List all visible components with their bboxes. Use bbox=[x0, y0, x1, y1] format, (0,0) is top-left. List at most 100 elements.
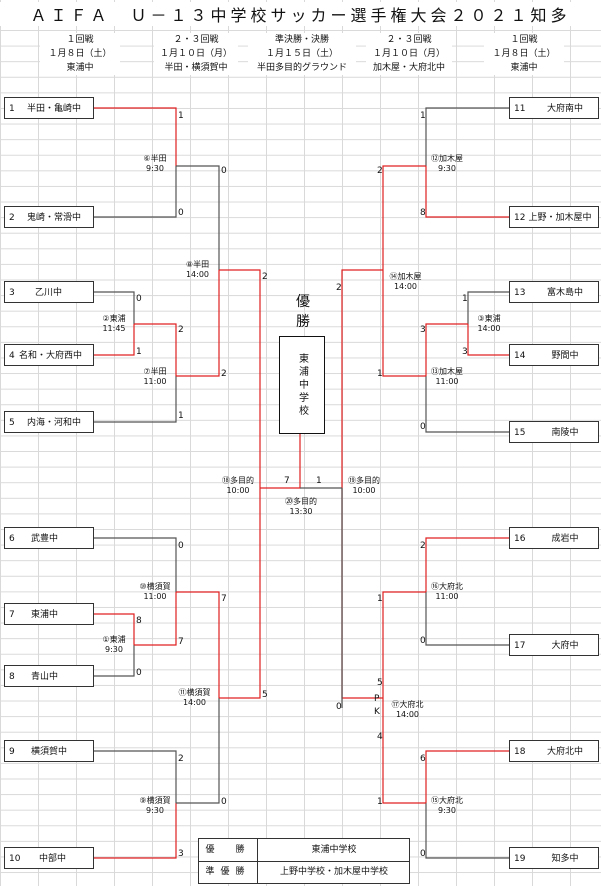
match-time: 14:00 bbox=[477, 324, 501, 333]
score: 1 bbox=[178, 111, 184, 121]
score: 7 bbox=[221, 594, 227, 604]
team-number: 4 bbox=[9, 351, 15, 361]
header-round1-right: １回戦 １月８日（土） 東浦中 bbox=[484, 33, 564, 75]
team-number: 9 bbox=[9, 747, 15, 757]
header-date: １月８日（土） bbox=[48, 49, 112, 59]
team-name: 内海・河和中 bbox=[27, 418, 82, 428]
score: 2 bbox=[178, 754, 184, 764]
team-name: 名和・大府西中 bbox=[19, 351, 83, 361]
team-number: 13 bbox=[514, 288, 526, 298]
header-round: ２・３回戦 bbox=[386, 35, 432, 45]
team-number: 17 bbox=[514, 641, 526, 651]
team-number: 16 bbox=[514, 534, 526, 544]
team-name: 武豊中 bbox=[31, 534, 59, 544]
team-number: 2 bbox=[9, 213, 15, 223]
team-slot-6: 6 武豊中 bbox=[4, 527, 94, 549]
score: 0 bbox=[221, 797, 227, 807]
team-slot-1: 1 半田・亀崎中 bbox=[4, 97, 94, 119]
header-round1-left: １回戦 １月８日（土） 東浦中 bbox=[40, 33, 120, 75]
score: 2 bbox=[377, 166, 383, 176]
pk-letter: P bbox=[374, 694, 380, 704]
result-value: 上野中学校・加木屋中学校 bbox=[279, 867, 388, 877]
match-venue: ⑲多目的 bbox=[348, 476, 380, 485]
team-name: 野間中 bbox=[551, 351, 579, 361]
header-venue: 加木屋・大府北中 bbox=[372, 63, 445, 73]
header-date: １月１０日（月） bbox=[372, 49, 445, 59]
header-round: ２・３回戦 bbox=[173, 35, 219, 45]
match-venue: ⑪横須賀 bbox=[178, 688, 211, 697]
header-round: 準決勝・決勝 bbox=[274, 35, 329, 45]
page-title: ＡＩＦＡ Ｕ－１３中学校サッカー選手権大会２０２１知多 bbox=[0, 2, 601, 26]
score: 0 bbox=[136, 294, 142, 304]
team-slot-4: 4 名和・大府西中 bbox=[4, 344, 94, 366]
team-slot-14: 14 野間中 bbox=[509, 344, 599, 366]
score: 8 bbox=[420, 208, 426, 218]
match-time: 9:30 bbox=[105, 645, 123, 654]
team-name: 横須賀中 bbox=[31, 747, 68, 757]
match-venue: ⑮大府北 bbox=[431, 796, 463, 805]
match-time: 10:00 bbox=[226, 486, 250, 495]
match-venue: ⑫加木屋 bbox=[431, 154, 463, 163]
score: 1 bbox=[377, 797, 383, 807]
team-name: 南陵中 bbox=[551, 428, 579, 438]
champion-label: 優勝 bbox=[296, 294, 310, 330]
score: 2 bbox=[262, 272, 268, 282]
score: 0 bbox=[420, 422, 426, 432]
team-name: 半田・亀崎中 bbox=[27, 104, 82, 114]
match-venue: ⑥半田 bbox=[143, 154, 167, 163]
team-name: 中部中 bbox=[39, 854, 67, 864]
header-date: １月１０日（月） bbox=[159, 49, 232, 59]
result-row-winner: 優 勝 東浦中学校 bbox=[199, 839, 409, 862]
team-number: 12 bbox=[514, 213, 526, 223]
match-time: 9:30 bbox=[146, 164, 164, 173]
match-venue: ⑰大府北 bbox=[391, 700, 424, 709]
match-time: 9:30 bbox=[438, 806, 456, 815]
team-name: 鬼崎・常滑中 bbox=[27, 213, 82, 223]
team-number: 5 bbox=[9, 418, 15, 428]
match-time: 11:00 bbox=[143, 592, 167, 601]
team-number: 6 bbox=[9, 534, 15, 544]
pk-letter: K bbox=[374, 707, 380, 717]
header-venue: 東浦中 bbox=[510, 63, 538, 73]
header-semifinal-final: 準決勝・決勝 １月１５日（土） 半田多目的グラウンド bbox=[248, 33, 356, 75]
header-venue: 東浦中 bbox=[66, 63, 94, 73]
score: 1 bbox=[420, 111, 426, 121]
team-number: 1 bbox=[9, 104, 15, 114]
match-time: 10:00 bbox=[352, 486, 376, 495]
score: 1 bbox=[316, 476, 322, 486]
match-time: 11:00 bbox=[435, 377, 459, 386]
header-venue: 半田多目的グラウンド bbox=[256, 63, 347, 73]
score: 0 bbox=[221, 166, 227, 176]
score: 6 bbox=[420, 754, 426, 764]
team-number: 14 bbox=[514, 351, 526, 361]
match-venue: ⑳多目的 bbox=[285, 497, 317, 506]
team-slot-2: 2 鬼崎・常滑中 bbox=[4, 206, 94, 228]
score: 2 bbox=[221, 369, 227, 379]
score: 7 bbox=[178, 637, 184, 647]
result-table: 優 勝 東浦中学校 準優勝 上野中学校・加木屋中学校 bbox=[198, 838, 410, 884]
match-venue: ⑦半田 bbox=[143, 367, 167, 376]
match-venue: ②東浦 bbox=[102, 314, 126, 323]
score: 0 bbox=[336, 702, 342, 712]
match-time: 14:00 bbox=[182, 698, 207, 707]
match-venue: ⑭加木屋 bbox=[389, 272, 422, 281]
score: 2 bbox=[336, 283, 342, 293]
